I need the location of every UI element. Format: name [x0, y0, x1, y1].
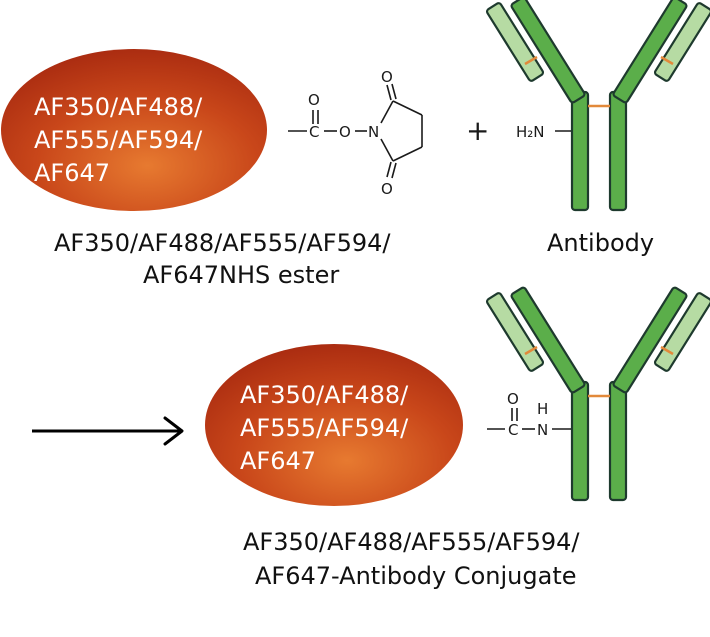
- top-caption-line-2: AF647NHS ester: [143, 261, 339, 289]
- top-dye-ellipse: [1, 49, 267, 211]
- amide-hydrogen: H: [537, 400, 548, 418]
- amine-label: H₂N: [516, 123, 545, 141]
- amide-nitrogen: N: [537, 421, 548, 439]
- right-arrow-icon: [32, 416, 184, 446]
- nhs-ring-nitrogen: N: [368, 123, 379, 141]
- nhs-ester-structure: O C O N O O: [288, 68, 423, 198]
- nhs-ester-oxygen: O: [339, 123, 351, 141]
- bottom-dye-label-1: AF350/AF488/: [240, 381, 409, 409]
- top-antibody: H₂N: [484, 0, 710, 212]
- nhs-carbonyl-oxygen: O: [308, 91, 320, 109]
- bottom-dye-label-3: AF647: [240, 447, 316, 475]
- top-dye-label-2: AF555/AF594/: [34, 126, 203, 154]
- bottom-dye-ellipse: [205, 344, 463, 506]
- bottom-caption-line-1: AF350/AF488/AF555/AF594/: [243, 528, 580, 556]
- nhs-carbon: C: [309, 123, 319, 141]
- nhs-ring-oxygen-bottom: O: [381, 180, 393, 198]
- top-dye-label-3: AF647: [34, 159, 110, 187]
- top-dye-label-1: AF350/AF488/: [34, 93, 203, 121]
- bottom-caption-line-2: AF647-Antibody Conjugate: [255, 562, 577, 590]
- amide-linkage: O C H N: [487, 390, 580, 439]
- nhs-ring-oxygen-top: O: [381, 68, 393, 86]
- top-caption-line-1: AF350/AF488/AF555/AF594/: [54, 229, 391, 257]
- plus-sign: +: [466, 114, 489, 147]
- amide-carbon: C: [508, 421, 518, 439]
- amide-carbonyl-oxygen: O: [507, 390, 519, 408]
- bottom-dye-label-2: AF555/AF594/: [240, 414, 409, 442]
- top-dye-ellipse-group: AF350/AF488/ AF555/AF594/ AF647: [1, 49, 267, 211]
- bottom-dye-ellipse-group: AF350/AF488/ AF555/AF594/ AF647: [205, 344, 463, 506]
- antibody-caption: Antibody: [547, 229, 654, 257]
- bottom-antibody: [484, 285, 710, 502]
